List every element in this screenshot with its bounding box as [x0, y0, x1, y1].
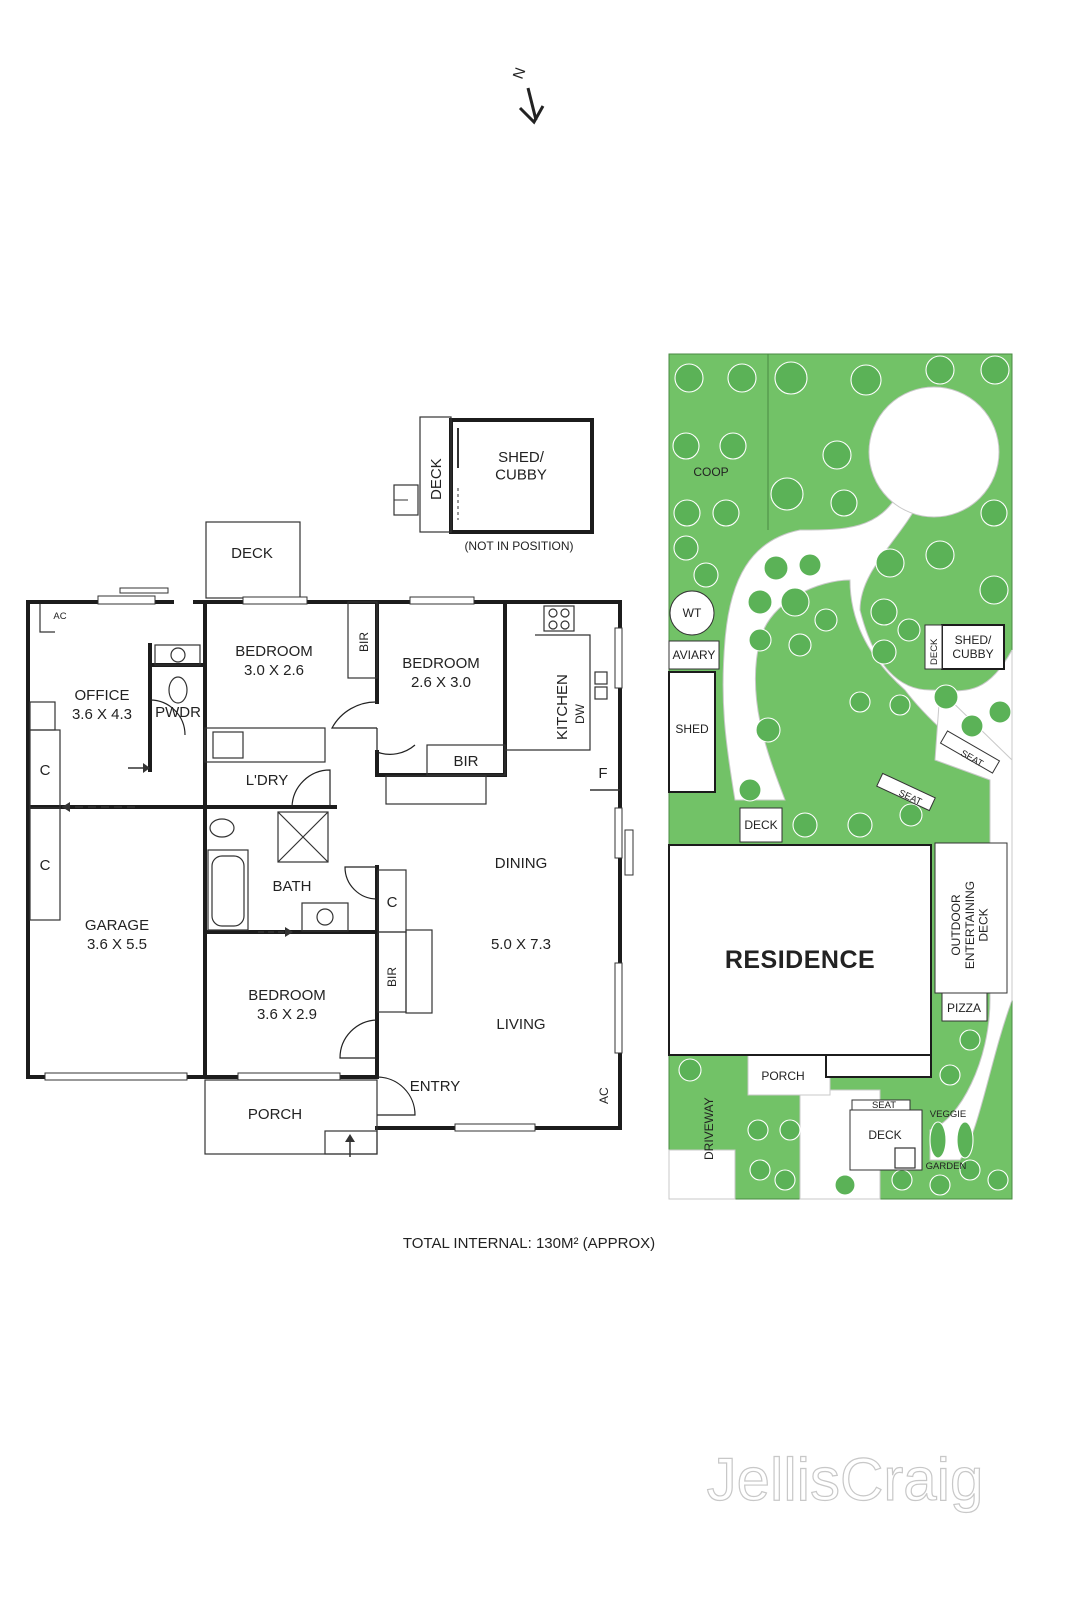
office-label: OFFICE	[75, 687, 130, 704]
dw-label: DW	[573, 703, 587, 724]
office-ac-label: AC	[53, 611, 66, 622]
bir3-label: BIR	[385, 967, 399, 987]
site-porch-label: PORCH	[761, 1069, 804, 1083]
entry-label: ENTRY	[410, 1078, 461, 1095]
room-labels: DECK AC OFFICE 3.6 X 4.3 PWDR BEDROOM 3.…	[40, 545, 611, 1123]
shed-cubby-site-label: SHED/CUBBY	[952, 633, 993, 661]
shed-deck	[419, 416, 452, 533]
seat3-label: SEAT	[872, 1100, 896, 1111]
outdoor-deck	[934, 842, 1008, 994]
water-tank	[669, 590, 715, 636]
compass-north-label: N	[510, 65, 530, 81]
garage-label: GARAGE	[85, 917, 149, 934]
total-internal-area: TOTAL INTERNAL: 130M² (APPROX)	[403, 1235, 655, 1252]
shed-label: SHED	[675, 722, 709, 736]
fridge-label: F	[598, 765, 607, 782]
driveway-label: DRIVEWAY	[702, 1097, 716, 1160]
bedroom2-label: BEDROOM	[402, 655, 480, 672]
cupboard3-label: C	[387, 894, 398, 911]
bath-label: BATH	[273, 878, 312, 895]
pizza-oven	[941, 992, 988, 1022]
shed-cubby-label: SHED/CUBBY	[495, 449, 547, 483]
coop-label: COOP	[693, 465, 728, 479]
office-size: 3.6 X 4.3	[72, 706, 132, 723]
brand-logo: JellisCraig	[707, 1446, 984, 1513]
residence-label: RESIDENCE	[725, 946, 875, 974]
dining-label: DINING	[495, 855, 548, 872]
bir2-label: BIR	[453, 753, 478, 770]
shed-not-in-position-note: (NOT IN POSITION)	[464, 539, 573, 553]
outdoor-deck-label: OUTDOORENTERTAININGDECK	[949, 881, 991, 969]
laundry-label: L'DRY	[246, 772, 289, 789]
pwdr-label: PWDR	[155, 704, 201, 721]
fixtures	[29, 601, 620, 1157]
cupboard2-label: C	[40, 857, 51, 874]
front-porch	[204, 1079, 378, 1155]
bath-basin-icon	[316, 908, 334, 926]
kitchen-label: KITCHEN	[554, 674, 571, 740]
bedroom3-size: 3.6 X 2.9	[257, 1006, 317, 1023]
cooktop-icon	[543, 605, 575, 632]
garden-label: GARDEN	[926, 1161, 967, 1172]
floor-plan-walls	[26, 521, 622, 1130]
rear-deck-label: DECK	[231, 545, 273, 562]
site-shed	[668, 671, 716, 793]
wt-label: WT	[683, 606, 702, 620]
windows	[44, 587, 634, 1132]
site-small-deck	[739, 807, 783, 843]
garage-size: 3.6 X 5.5	[87, 936, 147, 953]
aviary	[668, 640, 720, 670]
shower-icon	[277, 811, 329, 863]
doors	[149, 699, 416, 1116]
sink-icon	[594, 671, 608, 685]
bir1-label: BIR	[357, 632, 371, 652]
bedroom1-size: 3.0 X 2.6	[244, 662, 304, 679]
pizza-label: PIZZA	[947, 1001, 981, 1015]
aviary-label: AVIARY	[673, 648, 716, 662]
residence-footprint	[668, 844, 932, 1056]
laundry-tub-icon	[212, 731, 244, 759]
bathtub-icon	[207, 849, 249, 931]
cupboard1-label: C	[40, 762, 51, 779]
porch-label: PORCH	[248, 1106, 302, 1123]
north-compass-icon: N	[510, 65, 545, 125]
bedroom1-label: BEDROOM	[235, 643, 313, 660]
shed-cubby-plan: DECK SHED/CUBBY (NOT IN POSITION)	[393, 416, 594, 553]
site-plan: COOP WT AVIARY SHED DECK SHED/CUBBY DECK…	[668, 353, 1013, 1200]
front-deck-label: DECK	[868, 1128, 901, 1142]
bath-toilet-icon	[209, 818, 235, 838]
shed-deck-label: DECK	[428, 458, 445, 500]
site-round-lawn	[868, 386, 1000, 518]
veggie-label: VEGGIE	[930, 1109, 966, 1120]
living-ac-label: AC	[597, 1087, 611, 1104]
bedroom3-label: BEDROOM	[248, 987, 326, 1004]
site-deck-label: DECK	[744, 818, 777, 832]
bedroom2-size: 2.6 X 3.0	[411, 674, 471, 691]
toilet-icon	[168, 676, 188, 704]
front-deck	[849, 1109, 923, 1171]
living-size: 5.0 X 7.3	[491, 936, 551, 953]
shed-cubby-deck-label: DECK	[929, 638, 940, 665]
living-label: LIVING	[496, 1016, 545, 1033]
basin-icon	[170, 647, 186, 663]
